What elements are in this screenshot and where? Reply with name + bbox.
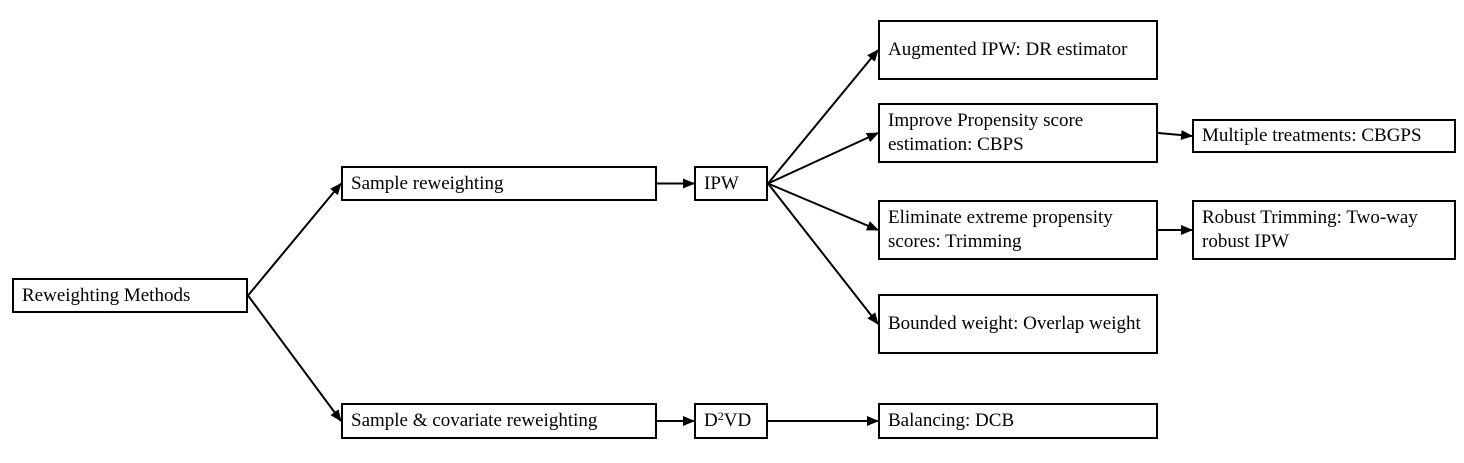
node-label: Balancing: DCB: [888, 410, 1015, 431]
node-label: D2VD: [704, 409, 752, 431]
node-reweighting-methods: Reweighting Methods: [12, 278, 248, 313]
node-balancing-dcb: Balancing: DCB: [878, 403, 1158, 439]
node-label: Bounded weight: Overlap weight: [888, 313, 1141, 334]
edge-ipw-to-improve_ps: [767, 132, 879, 185]
edge-ipw-to-bounded_weight: [767, 182, 879, 325]
node-augmented-ipw: Augmented IPW: DR estimator: [878, 20, 1158, 80]
node-bounded-weight: Bounded weight: Overlap weight: [878, 294, 1158, 354]
node-robust-trimming: Robust Trimming: Two-way robust IPW: [1192, 200, 1456, 260]
node-eliminate-extreme: Eliminate extreme propensity scores: Tri…: [878, 200, 1158, 260]
edge-reweighting_methods-to-sample_reweighting: [247, 182, 342, 297]
node-label: Sample reweighting: [351, 172, 504, 194]
node-sample-reweighting: Sample reweighting: [341, 166, 657, 201]
edge-ipw-to-augmented_ipw: [767, 49, 879, 185]
node-label: Augmented IPW: DR estimator: [888, 39, 1128, 60]
node-d2vd: D2VD: [694, 403, 768, 439]
node-label: Reweighting Methods: [22, 284, 191, 306]
node-multiple-treatments: Multiple treatments: CBGPS: [1192, 119, 1456, 153]
node-improve-propensity-score: Improve Propensity score estimation: CBP…: [878, 103, 1158, 163]
node-label: Multiple treatments: CBGPS: [1202, 125, 1422, 146]
node-sample-covariate-reweighting: Sample & covariate reweighting: [341, 403, 657, 439]
node-label: Eliminate extreme propensity scores: Tri…: [888, 207, 1113, 252]
edge-improve_ps-to-multiple_treatments: [1157, 130, 1193, 141]
node-label: Improve Propensity score estimation: CBP…: [888, 110, 1084, 155]
node-label: IPW: [704, 172, 739, 194]
edge-reweighting_methods-to-sample_covariate_reweighting: [247, 294, 342, 422]
node-label: Sample & covariate reweighting: [351, 410, 598, 431]
edge-ipw-to-eliminate_extreme: [767, 182, 879, 231]
node-ipw: IPW: [694, 166, 768, 201]
node-label: Robust Trimming: Two-way robust IPW: [1202, 207, 1418, 252]
